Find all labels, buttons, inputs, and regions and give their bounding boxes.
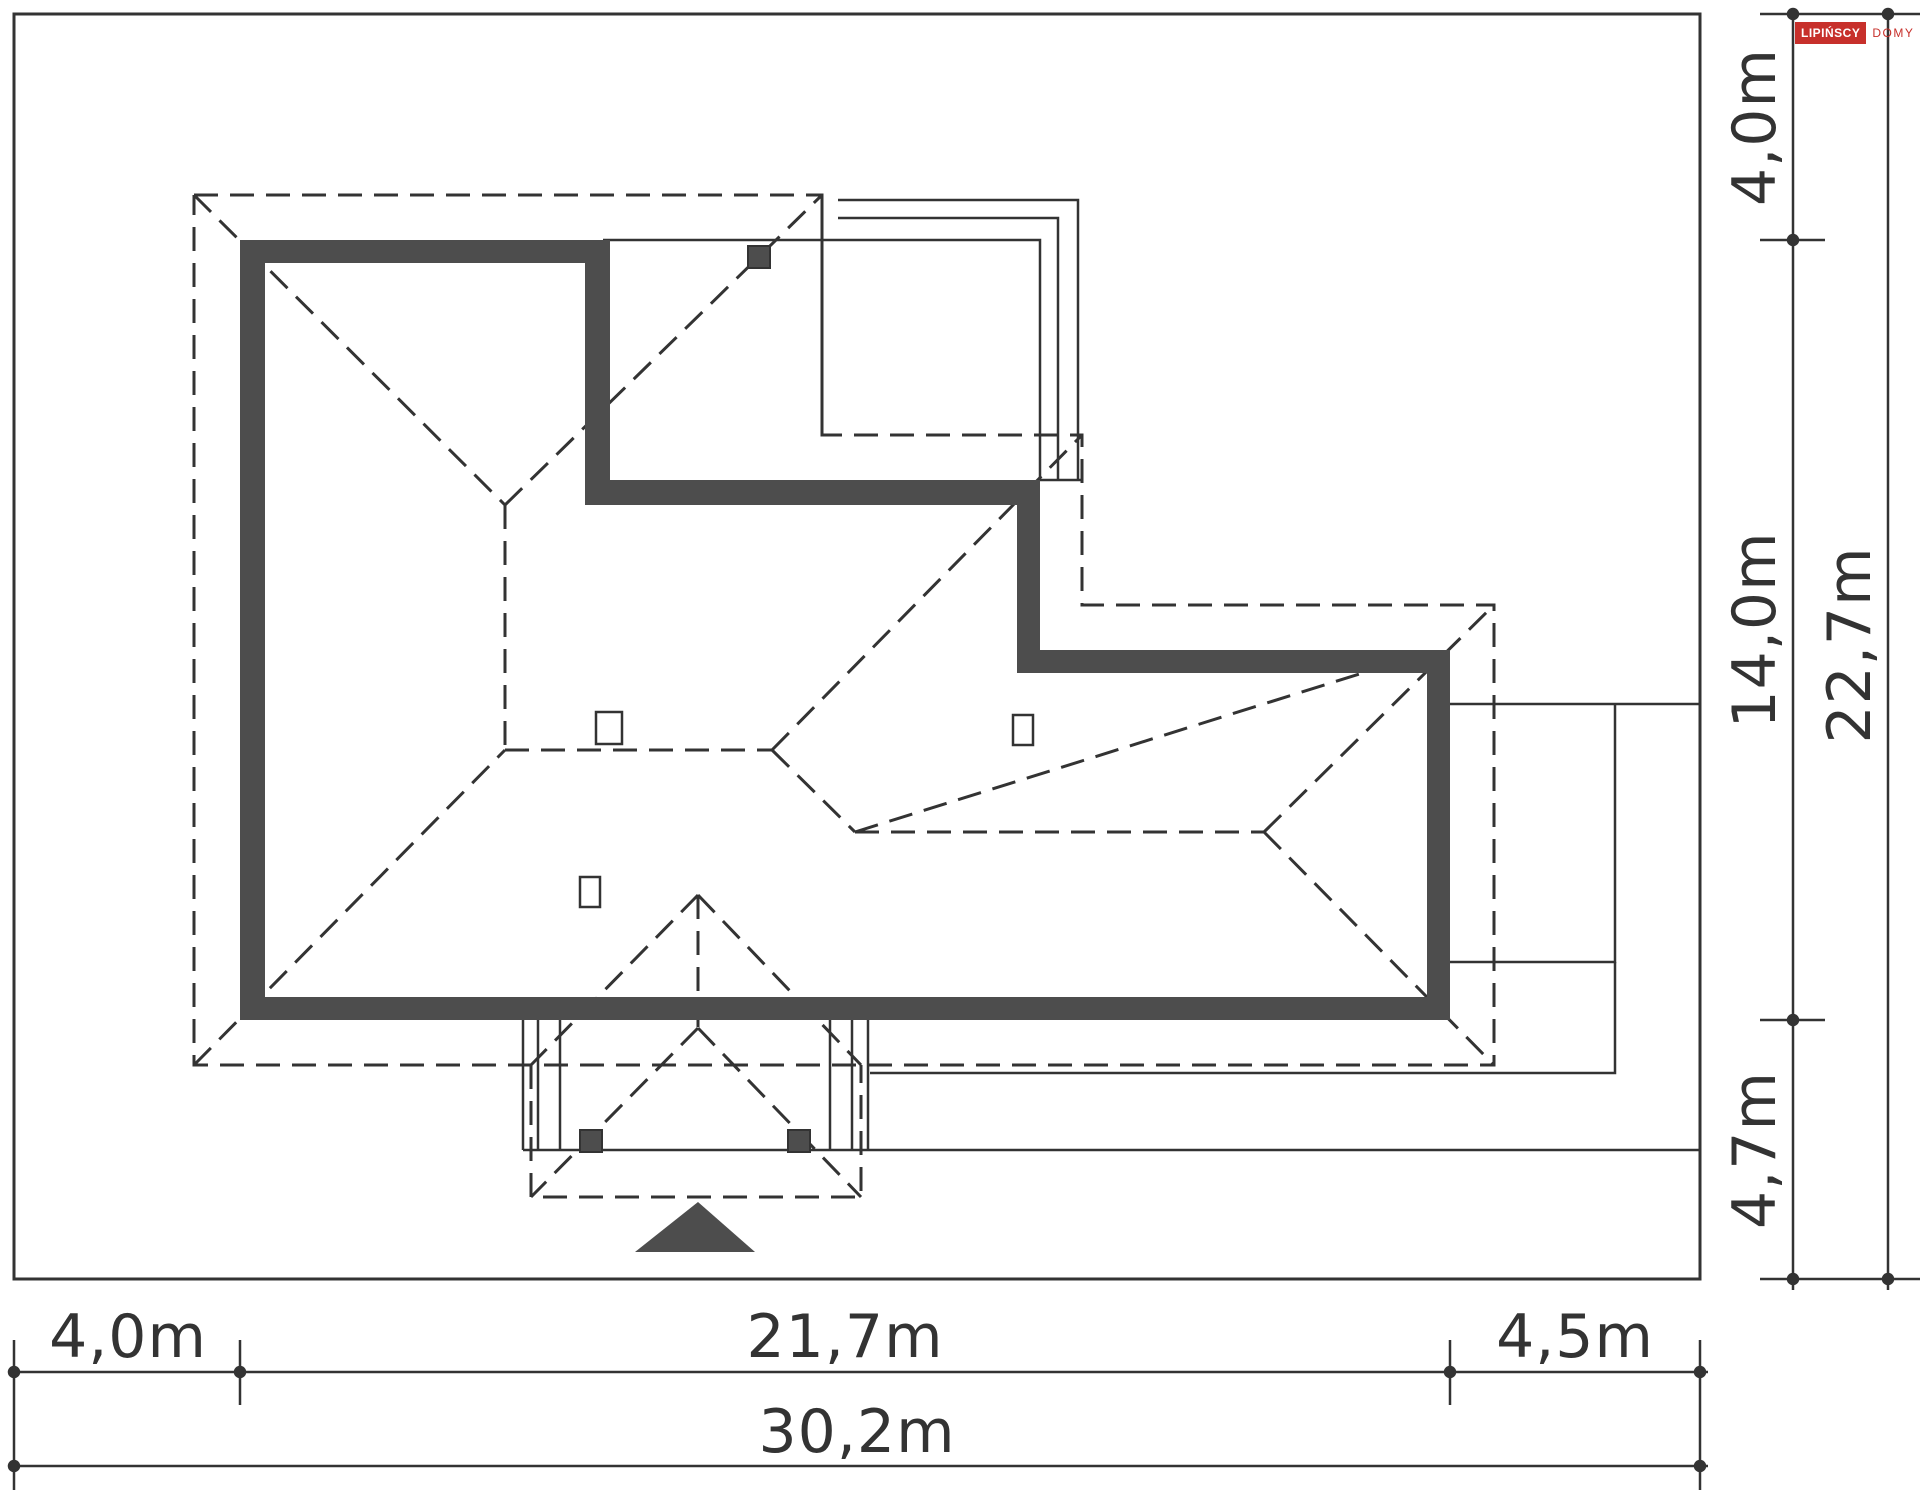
building-walls xyxy=(240,240,1450,1020)
right-dimension-lines xyxy=(1760,7,1920,1290)
dim-right-top: 4,0m xyxy=(1720,48,1790,206)
roof-outline xyxy=(192,193,1496,1199)
dim-right-middle: 14,0m xyxy=(1720,531,1790,728)
dim-right-bottom: 4,7m xyxy=(1720,1071,1790,1229)
logo-part-2: DOMY xyxy=(1872,26,1915,40)
dim-bottom-left: 4,0m xyxy=(49,1302,207,1372)
dim-bottom-right: 4,5m xyxy=(1496,1302,1654,1372)
entrance-arrow xyxy=(635,1202,755,1252)
bottom-dimension-lines xyxy=(7,1340,1708,1490)
company-logo: LIPIŃSCY DOMY xyxy=(1795,22,1920,44)
roof-ridges xyxy=(192,193,1496,1199)
plot-boundary xyxy=(12,12,1702,1281)
dim-right-total: 22,7m xyxy=(1815,546,1885,743)
dim-bottom-total: 30,2m xyxy=(758,1397,955,1467)
annex-lines xyxy=(521,198,1700,1152)
logo-part-1: LIPIŃSCY xyxy=(1795,22,1867,44)
dim-bottom-middle: 21,7m xyxy=(746,1302,943,1372)
chimneys xyxy=(579,245,811,1153)
roof-windows xyxy=(578,710,1035,909)
